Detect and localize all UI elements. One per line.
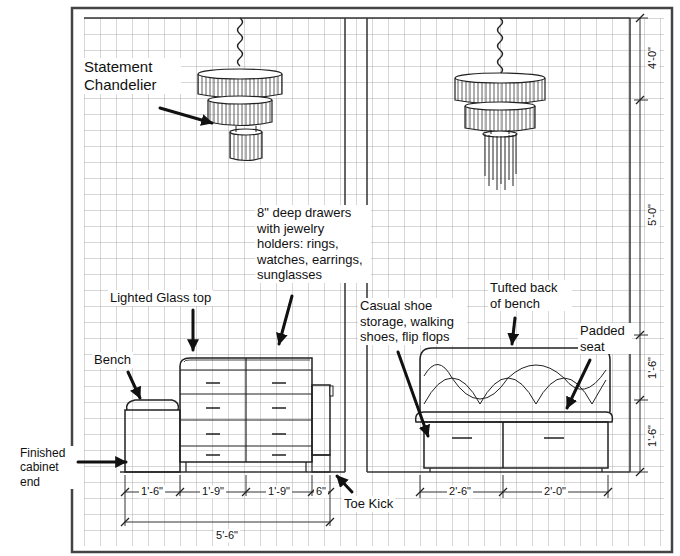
dimension-label: 2'-6" [447, 485, 473, 498]
sheet-border [72, 8, 672, 552]
chandelier-chain [238, 18, 243, 66]
chandelier-chain [498, 18, 503, 74]
chandelier-ring [465, 102, 535, 110]
dimension-tick [636, 14, 644, 476]
leader-arrow [160, 108, 212, 123]
callout-note: 8" deep drawers with jewelry holders: ri… [255, 205, 371, 283]
drawer-handles [206, 383, 286, 455]
dimension-label: 1'-6" [646, 423, 659, 449]
dimension-tick [416, 488, 612, 496]
dimension-label: 1'-6" [139, 485, 165, 498]
padded-seat [416, 412, 613, 422]
leader-arrow [337, 476, 352, 492]
leader-arrow [512, 318, 515, 344]
leader-arrow [192, 310, 195, 350]
bench-back [420, 348, 610, 412]
dimension-label: 5'-0" [646, 202, 659, 228]
leader-arrow [78, 461, 126, 464]
dimension-line [630, 18, 648, 472]
callout-note: Casual shoe storage, walking shoes, flip… [358, 298, 467, 345]
drawer-lines [180, 358, 312, 462]
panel-handle [330, 386, 333, 396]
tall-panel [312, 385, 330, 455]
toe-kick-box [312, 455, 330, 472]
callout-note: Toe Kick [342, 496, 395, 512]
finished-end-panel [125, 410, 180, 472]
callout-note: Finished cabinet end [18, 446, 76, 489]
chandelier-tier [230, 132, 262, 161]
dimension-line [125, 475, 330, 526]
cabinet-body [180, 358, 312, 462]
dimension-label: 6" [314, 485, 328, 498]
leader-arrow [279, 296, 292, 344]
glass-top [184, 360, 310, 362]
toe-kick [186, 462, 306, 472]
callout-note: Statement Chandelier [82, 58, 181, 94]
dimension-label: 1'-9" [266, 485, 292, 498]
toe-kick [430, 468, 602, 472]
shoe-drawers [424, 422, 608, 468]
leader-arrow [398, 352, 428, 436]
callout-note: Tufted back of bench [488, 280, 572, 311]
drawer-handles [452, 437, 564, 439]
callout-note: Lighted Glass top [108, 290, 213, 306]
dimension-label: 5'-6" [214, 529, 240, 542]
chandelier-link [236, 126, 256, 132]
grid-paper [84, 18, 664, 546]
chandelier-ring [455, 73, 545, 83]
chandelier-ring [230, 129, 262, 135]
leader-arrow [567, 360, 590, 408]
dimension-label: 1'-9" [200, 485, 226, 498]
callout-note: Padded seat [578, 323, 632, 354]
chandelier-strands [485, 130, 516, 190]
dimension-label: 2'-0" [542, 485, 568, 498]
bench-cushion [127, 400, 179, 410]
chandelier-ring [208, 96, 272, 104]
dimension-label: 4'-0" [646, 45, 659, 71]
chandelier-ring [198, 69, 282, 79]
dimension-label: 1'-6" [646, 355, 659, 381]
leader-arrow [128, 372, 140, 398]
chandelier-ring [483, 131, 517, 137]
callout-note: Bench [92, 352, 133, 368]
dimension-line [420, 475, 608, 498]
